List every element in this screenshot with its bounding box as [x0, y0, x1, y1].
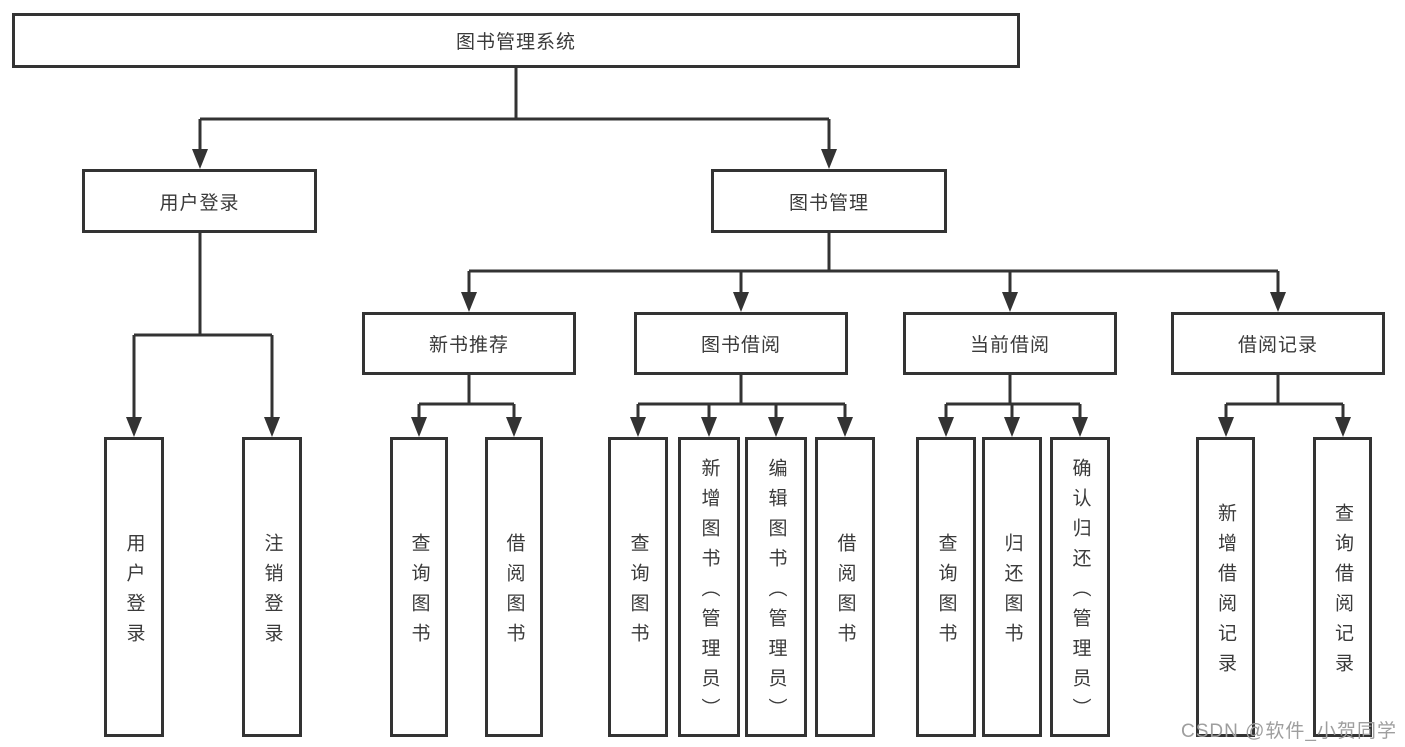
leaf-add-borrow-record: 新增借阅记录 — [1196, 437, 1255, 737]
node-label: 借阅图书 — [834, 532, 856, 653]
node-label: 归还图书 — [1001, 532, 1023, 653]
node-label: 图书管理系统 — [455, 32, 576, 53]
node-borrowing-records: 借阅记录 — [1171, 312, 1385, 375]
node-new-book-recommend: 新书推荐 — [362, 312, 576, 375]
node-label: 新增图书（管理员） — [698, 457, 720, 728]
node-label: 借阅记录 — [1237, 335, 1318, 356]
node-user-login: 用户登录 — [82, 169, 317, 233]
node-label: 用户登录 — [159, 192, 240, 214]
leaf-logout: 注销登录 — [242, 437, 302, 737]
leaf-user-login: 用户登录 — [104, 437, 164, 737]
node-label: 编辑图书（管理员） — [765, 457, 787, 728]
leaf-confirm-return-admin: 确认归还（管理员） — [1050, 437, 1110, 737]
leaf-add-book-admin: 新增图书（管理员） — [678, 437, 740, 737]
arrowheads — [126, 149, 1351, 437]
node-label: 注销登录 — [261, 532, 283, 653]
node-label: 查询图书 — [935, 532, 957, 653]
csdn-watermark: CSDN @软件_小贺同学 — [1181, 721, 1397, 742]
node-book-management: 图书管理 — [711, 169, 947, 233]
node-label: 确认归还（管理员） — [1069, 457, 1091, 728]
node-label: 查询借阅记录 — [1332, 502, 1353, 683]
leaf-return-book: 归还图书 — [982, 437, 1042, 737]
leaf-borrow-books-borrowing: 借阅图书 — [815, 437, 875, 737]
node-label: 图书管理 — [788, 192, 869, 214]
node-label: 新增借阅记录 — [1215, 502, 1236, 683]
node-current-borrowing: 当前借阅 — [903, 312, 1117, 375]
node-label: 当前借阅 — [969, 335, 1050, 356]
leaf-edit-book-admin: 编辑图书（管理员） — [745, 437, 807, 737]
leaf-query-books-current: 查询图书 — [916, 437, 976, 737]
node-label: 新书推荐 — [428, 335, 509, 356]
node-label: 查询图书 — [408, 532, 430, 653]
leaf-borrow-books-recommend: 借阅图书 — [485, 437, 543, 737]
leaf-query-borrow-record: 查询借阅记录 — [1313, 437, 1372, 737]
leaf-query-books-recommend: 查询图书 — [390, 437, 448, 737]
leaf-query-books-borrowing: 查询图书 — [608, 437, 668, 737]
node-label: 用户登录 — [123, 532, 145, 653]
node-root-system: 图书管理系统 — [12, 13, 1020, 68]
node-label: 图书借阅 — [700, 335, 781, 356]
node-label: 查询图书 — [627, 532, 649, 653]
node-label: 借阅图书 — [503, 532, 525, 653]
node-book-borrowing: 图书借阅 — [634, 312, 848, 375]
